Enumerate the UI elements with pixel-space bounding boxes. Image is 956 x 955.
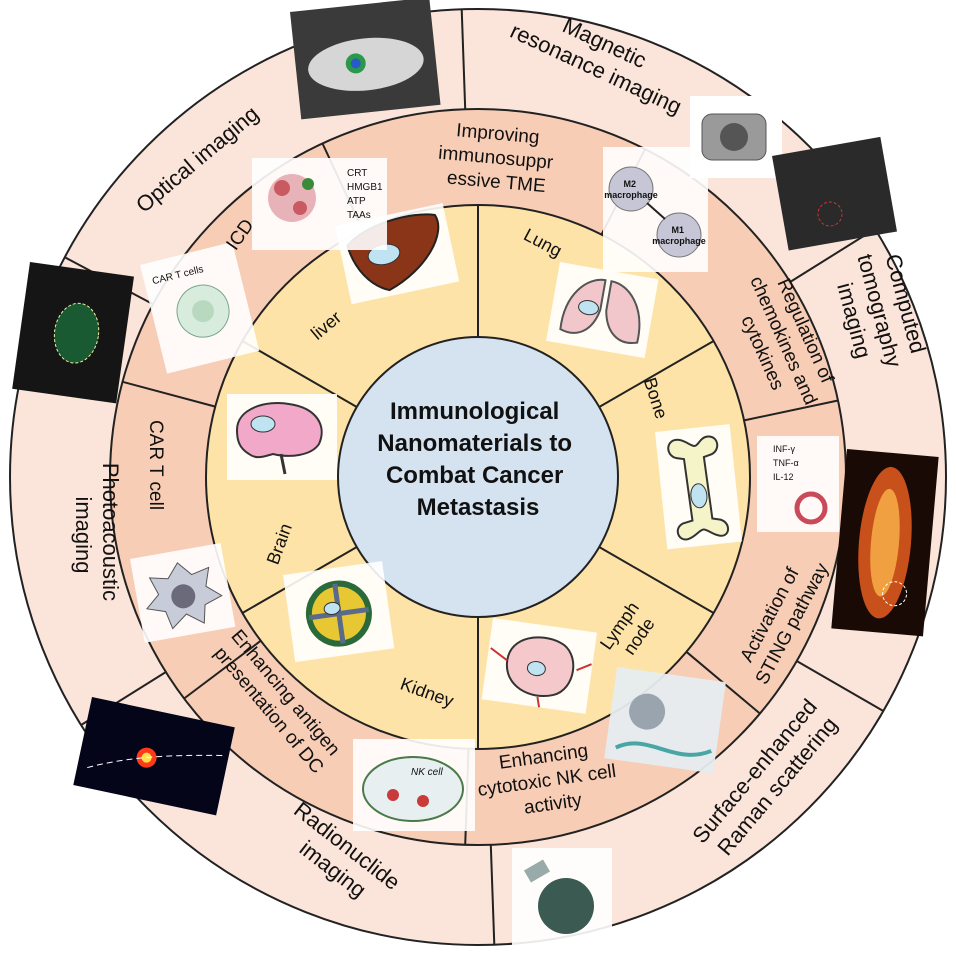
radionuclide-thumbnail xyxy=(73,697,235,816)
car-t-thumbnail: CAR T cells xyxy=(140,242,260,374)
strategy-divider xyxy=(183,639,262,700)
dc-thumbnail xyxy=(130,543,236,643)
icd-legend: CRT HMGB1 ATP TAAs xyxy=(347,168,385,221)
imaging-label-photoacoustic-1: Photoacoustic xyxy=(98,463,123,601)
lung-icon xyxy=(559,278,641,344)
strategy-label-car-t: CAR T cell xyxy=(145,420,166,510)
cytokine-inf: INF-γ xyxy=(773,444,795,454)
imaging-divider xyxy=(460,9,467,110)
brain-icon xyxy=(235,402,323,459)
ct-thumbnail xyxy=(831,449,939,637)
tme-m2-line1: M2 xyxy=(623,179,636,189)
icd-thumbnail: CRT HMGB1 ATP TAAs xyxy=(252,158,387,250)
organ-divider xyxy=(598,546,715,614)
cytokine-labels: INF-γ TNF-α IL-12 xyxy=(773,444,801,482)
kidney-thumbnail xyxy=(283,561,395,663)
organ-divider xyxy=(241,340,358,408)
center-line-2: Nanomaterials to xyxy=(377,430,572,457)
imaging-divider xyxy=(789,228,876,283)
center-line-4: Metastasis xyxy=(417,494,540,521)
imaging-label-photoacoustic-2: imaging xyxy=(71,496,96,573)
imaging-divider xyxy=(489,844,496,945)
lymph-node-thumbnail xyxy=(481,618,597,714)
strategy-divider xyxy=(122,380,216,408)
center-circle xyxy=(337,336,619,618)
cytokine-il12: IL-12 xyxy=(773,472,794,482)
tme-thumbnail: M2 macrophage M1 macrophage xyxy=(603,147,708,272)
center-title: Immunological Nanomaterials to Combat Ca… xyxy=(377,398,578,521)
organ-divider xyxy=(598,340,715,408)
icd-legend-crt: CRT xyxy=(347,168,367,179)
tme-m2-line2: macrophage xyxy=(604,190,658,200)
tme-m2-label: M2 macrophage xyxy=(604,179,658,200)
brain-thumbnail xyxy=(227,394,337,480)
imaging-label-photoacoustic: Photoacoustic imaging xyxy=(71,463,123,607)
center-line-3: Combat Cancer xyxy=(386,462,563,489)
imaging-divider xyxy=(796,660,884,712)
icd-legend-atp: ATP xyxy=(347,196,366,207)
tme-m1-label: M1 macrophage xyxy=(652,225,706,246)
bone-thumbnail xyxy=(655,424,742,550)
nk-cell-thumbnail: NK cell xyxy=(353,739,475,831)
icd-legend-hmgb1: HMGB1 xyxy=(347,182,383,193)
center-line-1: Immunological xyxy=(390,398,559,425)
icd-legend-taas: TAAs xyxy=(347,210,371,221)
photoacoustic-thumbnail xyxy=(12,262,134,404)
sers-thumbnail xyxy=(512,848,612,946)
lung-thumbnail xyxy=(546,262,659,359)
optical-imaging-thumbnail xyxy=(290,0,441,120)
tme-m1-line1: M1 xyxy=(671,225,684,235)
sting-thumbnail xyxy=(604,667,726,774)
nk-cell-label: NK cell xyxy=(411,767,443,778)
mri-thumbnail xyxy=(690,96,897,251)
cytokine-tnf: TNF-α xyxy=(773,458,799,468)
tme-m1-line2: macrophage xyxy=(652,236,706,246)
cytokine-thumbnail: INF-γ TNF-α IL-12 xyxy=(757,436,839,532)
strategy-divider xyxy=(743,399,839,422)
